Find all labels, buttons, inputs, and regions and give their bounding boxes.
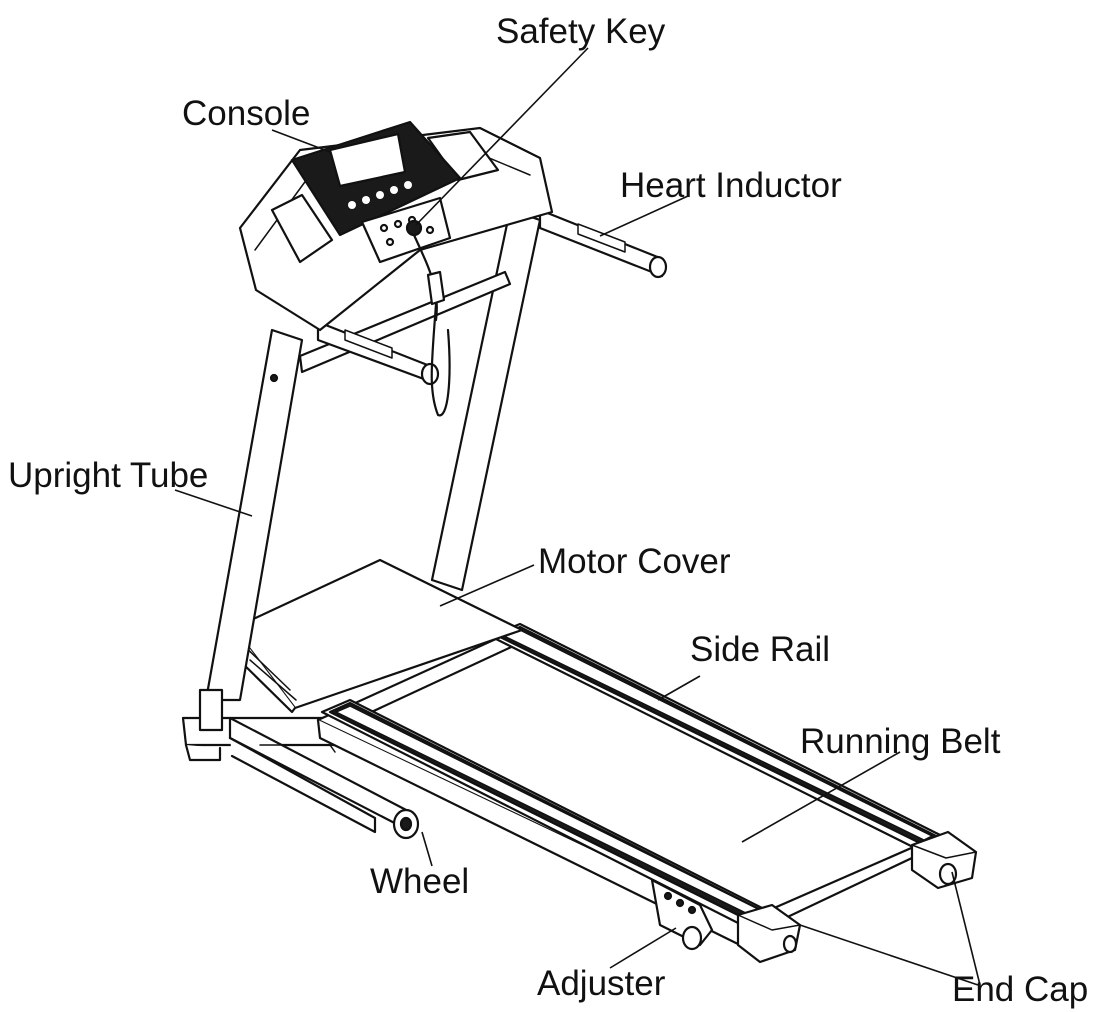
leader-upright-tube [174,489,253,517]
leader-side-rail [657,675,701,701]
leader-adjuster [609,927,677,969]
adjuster-part [650,878,714,951]
label-safety-key: Safety Key [496,12,666,51]
safety-key-part [405,219,451,417]
leader-end-cap-right [951,871,981,986]
label-console: Console [182,94,310,133]
base-frame [181,716,412,834]
leader-heart-inductor [599,195,689,237]
label-end-cap: End Cap [952,970,1088,1009]
deck [316,626,952,947]
leader-motor-cover [439,564,535,607]
end-caps [736,830,978,964]
leader-running-belt [741,751,901,843]
label-running-belt: Running Belt [800,722,1001,761]
leader-safety-key [415,47,589,226]
wheel-part [392,808,420,840]
label-adjuster: Adjuster [537,964,666,1003]
label-wheel: Wheel [370,862,469,901]
label-motor-cover: Motor Cover [538,542,731,581]
label-side-rail: Side Rail [690,630,830,669]
leader-wheel [421,831,433,867]
leader-lines [174,47,981,986]
label-upright-tube: Upright Tube [8,456,208,495]
console-part [238,120,554,332]
label-heart-inductor: Heart Inductor [620,166,842,205]
leader-console [271,129,331,153]
callout-labels: Safety Key Console Heart Inductor Uprigh… [8,12,1088,1009]
handlebars [316,208,668,386]
leader-end-cap-left [799,924,979,986]
